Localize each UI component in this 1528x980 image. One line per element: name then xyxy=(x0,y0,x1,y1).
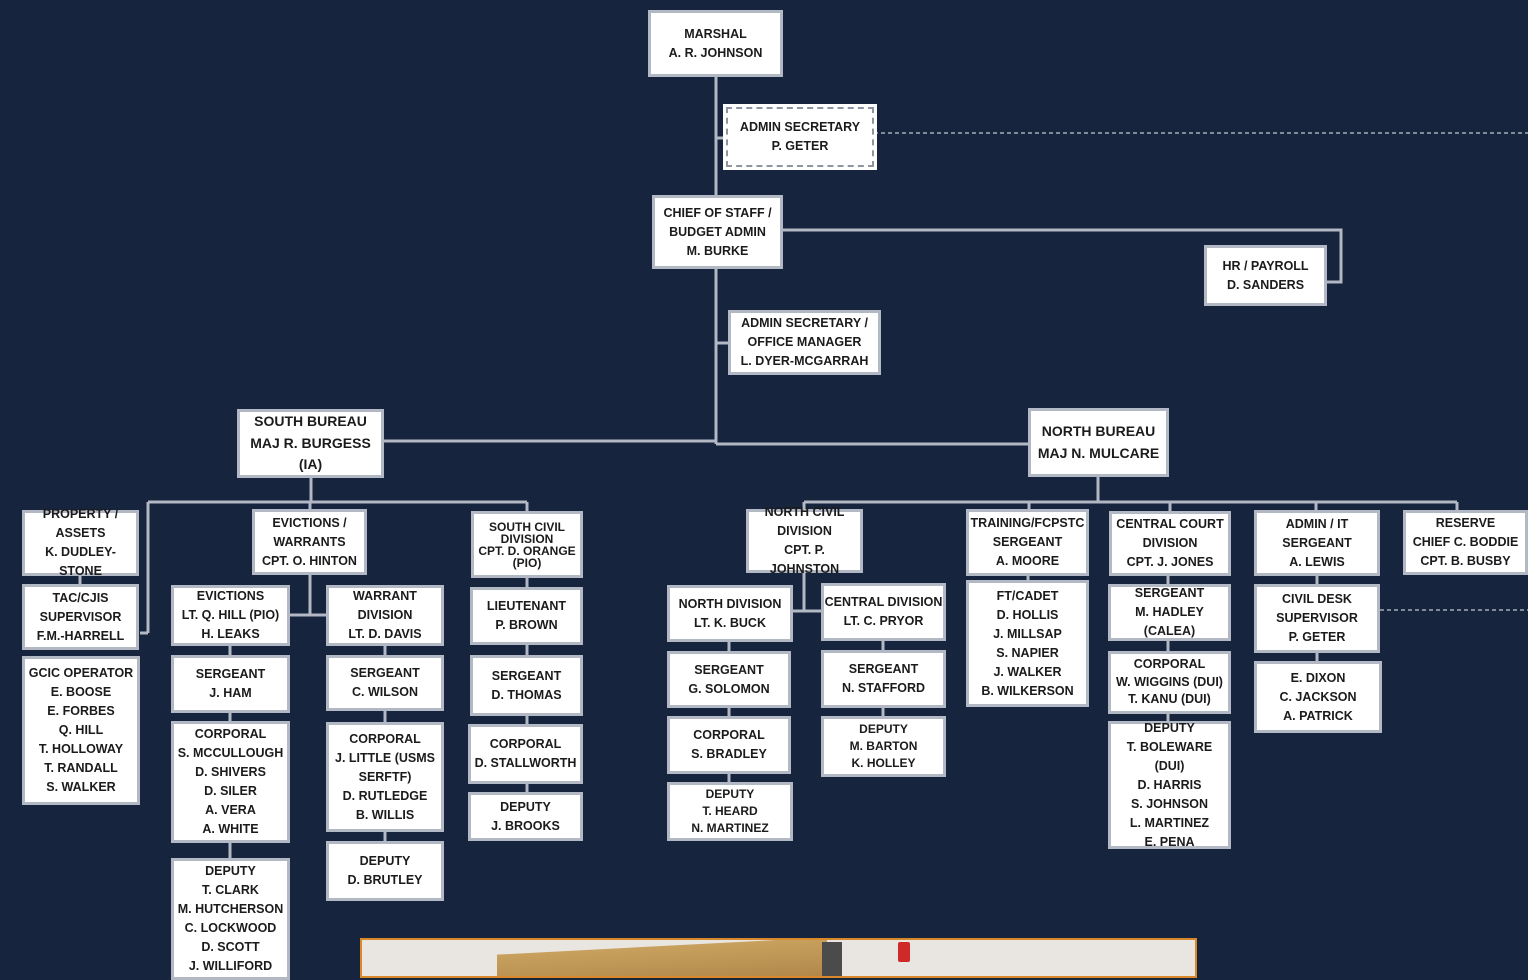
node-ev-deputy-text: DEPUTY T. CLARK M. HUTCHERSON C. LOCKWOO… xyxy=(177,864,284,973)
node-tac-cjis: TAC/CJIS SUPERVISOR F.M.-HARRELL xyxy=(22,584,139,650)
node-sc-deputy: DEPUTY J. BROOKS xyxy=(468,792,583,841)
node-reserve-text: RESERVE CHIEF C. BODDIE CPT. B. BUSBY xyxy=(1412,516,1519,568)
node-wa-corporal-text: CORPORAL J. LITTLE (USMS SERFTF) D. RUTL… xyxy=(335,731,435,822)
node-ft-cadet: FT/CADET D. HOLLIS J. MILLSAP S. NAPIER … xyxy=(966,580,1089,707)
office-photo xyxy=(360,938,1197,978)
node-nd-sergeant-text: SERGEANT G. SOLOMON xyxy=(688,662,770,696)
node-cc-sergeant: SERGEANT M. HADLEY (CALEA) xyxy=(1108,584,1231,641)
node-admin-secretary: ADMIN SECRETARY P. GETER xyxy=(723,104,877,170)
node-sc-lieutenant-text: LIEUTENANT P. BROWN xyxy=(486,599,567,632)
node-gcic-operator: GCIC OPERATOR E. BOOSE E. FORBES Q. HILL… xyxy=(22,656,140,805)
node-ft-cadet-text: FT/CADET D. HOLLIS J. MILLSAP S. NAPIER … xyxy=(981,588,1074,698)
node-evictions-warrants: EVICTIONS / WARRANTS CPT. O. HINTON xyxy=(252,509,367,575)
node-admin-it: ADMIN / IT SERGEANT A. LEWIS xyxy=(1254,510,1380,576)
node-wa-deputy: DEPUTY D. BRUTLEY xyxy=(326,841,444,901)
node-nd-sergeant: SERGEANT G. SOLOMON xyxy=(667,651,791,708)
node-ev-deputy: DEPUTY T. CLARK M. HUTCHERSON C. LOCKWOO… xyxy=(171,858,290,980)
node-office-manager: ADMIN SECRETARY / OFFICE MANAGER L. DYER… xyxy=(728,310,881,375)
node-tac-cjis-text: TAC/CJIS SUPERVISOR F.M.-HARRELL xyxy=(36,590,125,643)
node-wa-deputy-text: DEPUTY D. BRUTLEY xyxy=(347,854,423,887)
node-nd-deputy: DEPUTY T. HEARD N. MARTINEZ xyxy=(667,782,793,841)
node-cc-deputy: DEPUTY T. BOLEWARE (DUI) D. HARRIS S. JO… xyxy=(1108,721,1231,849)
node-admin-it-text: ADMIN / IT SERGEANT A. LEWIS xyxy=(1282,516,1352,569)
node-south-civil: SOUTH CIVIL DIVISION CPT. D. ORANGE (PIO… xyxy=(471,511,583,578)
node-gcic-operator-text: GCIC OPERATOR E. BOOSE E. FORBES Q. HILL… xyxy=(28,666,134,794)
node-sc-sergeant: SERGEANT D. THOMAS xyxy=(470,655,583,716)
node-chief-of-staff-text: CHIEF OF STAFF / BUDGET ADMIN M. BURKE xyxy=(663,205,772,258)
node-cd-deputy: DEPUTY M. BARTON K. HOLLEY xyxy=(821,716,946,777)
photo-door-edge xyxy=(822,942,842,976)
node-central-division: CENTRAL DIVISION LT. C. PRYOR xyxy=(821,583,946,641)
photo-door xyxy=(497,940,827,976)
node-north-civil-text: NORTH CIVIL DIVISION CPT. P. JOHNSTON xyxy=(764,505,845,576)
node-central-court: CENTRAL COURT DIVISION CPT. J. JONES xyxy=(1109,511,1231,576)
node-central-division-text: CENTRAL DIVISION LT. C. PRYOR xyxy=(824,595,943,628)
node-cc-corporal-text: CORPORAL W. WIGGINS (DUI) T. KANU (DUI) xyxy=(1116,656,1223,707)
node-marshal: MARSHAL A. R. JOHNSON xyxy=(648,10,783,77)
node-north-civil: NORTH CIVIL DIVISION CPT. P. JOHNSTON xyxy=(746,505,863,576)
node-civil-desk: CIVIL DESK SUPERVISOR P. GETER xyxy=(1254,584,1380,653)
node-admin-secretary-text: ADMIN SECRETARY P. GETER xyxy=(739,120,861,153)
node-property-assets-text: PROPERTY / ASSETS K. DUDLEY-STONE xyxy=(42,507,119,578)
node-sc-lieutenant: LIEUTENANT P. BROWN xyxy=(470,587,583,645)
node-wa-sergeant: SERGEANT C. WILSON xyxy=(326,655,444,711)
node-property-assets: PROPERTY / ASSETS K. DUDLEY-STONE xyxy=(22,507,139,578)
node-nd-corporal-text: CORPORAL S. BRADLEY xyxy=(691,728,767,761)
node-evictions: EVICTIONS LT. Q. HILL (PIO) H. LEAKS xyxy=(171,585,290,646)
node-sc-corporal-text: CORPORAL D. STALLWORTH xyxy=(474,737,577,770)
node-cc-corporal: CORPORAL W. WIGGINS (DUI) T. KANU (DUI) xyxy=(1108,651,1231,714)
node-warrant-division: WARRANT DIVISION LT. D. DAVIS xyxy=(326,585,444,646)
node-warrant-division-text: WARRANT DIVISION LT. D. DAVIS xyxy=(348,589,422,641)
node-cc-deputy-text: DEPUTY T. BOLEWARE (DUI) D. HARRIS S. JO… xyxy=(1126,720,1213,849)
node-north-bureau: NORTH BUREAU MAJ N. MULCARE xyxy=(1028,408,1169,477)
node-evictions-warrants-text: EVICTIONS / WARRANTS CPT. O. HINTON xyxy=(262,515,357,568)
node-office-manager-text: ADMIN SECRETARY / OFFICE MANAGER L. DYER… xyxy=(740,316,869,368)
node-chief-of-staff: CHIEF OF STAFF / BUDGET ADMIN M. BURKE xyxy=(652,195,783,269)
node-hr-payroll: HR / PAYROLL D. SANDERS xyxy=(1204,245,1327,306)
node-reserve: RESERVE CHIEF C. BODDIE CPT. B. BUSBY xyxy=(1403,510,1528,575)
node-training: TRAINING/FCPSTC SERGEANT A. MOORE xyxy=(966,509,1089,576)
node-cd-sergeant: SERGEANT N. STAFFORD xyxy=(821,650,946,708)
node-cc-sergeant-text: SERGEANT M. HADLEY (CALEA) xyxy=(1134,586,1205,638)
node-south-civil-text: SOUTH CIVIL DIVISION CPT. D. ORANGE (PIO… xyxy=(478,519,576,570)
node-sc-corporal: CORPORAL D. STALLWORTH xyxy=(468,724,583,784)
node-nd-corporal: CORPORAL S. BRADLEY xyxy=(667,716,791,774)
node-north-division-text: NORTH DIVISION LT. K. BUCK xyxy=(678,596,782,630)
fire-alarm-icon xyxy=(898,942,910,962)
node-sc-sergeant-text: SERGEANT D. THOMAS xyxy=(491,668,562,702)
node-nd-deputy-text: DEPUTY T. HEARD N. MARTINEZ xyxy=(691,787,769,835)
node-central-court-text: CENTRAL COURT DIVISION CPT. J. JONES xyxy=(1116,517,1224,569)
node-cd-deputy-text: DEPUTY M. BARTON K. HOLLEY xyxy=(849,722,918,770)
node-ev-sergeant: SERGEANT J. HAM xyxy=(171,655,290,713)
node-marshal-text: MARSHAL A. R. JOHNSON xyxy=(668,26,763,60)
node-cd-sergeant-text: SERGEANT N. STAFFORD xyxy=(841,662,926,695)
node-wa-corporal: CORPORAL J. LITTLE (USMS SERFTF) D. RUTL… xyxy=(326,722,444,832)
node-sc-deputy-text: DEPUTY J. BROOKS xyxy=(491,799,560,833)
node-north-bureau-text: NORTH BUREAU MAJ N. MULCARE xyxy=(1037,422,1160,461)
node-civil-desk-staff: E. DIXON C. JACKSON A. PATRICK xyxy=(1254,661,1382,733)
node-ev-sergeant-text: SERGEANT J. HAM xyxy=(195,667,266,700)
node-hr-payroll-text: HR / PAYROLL D. SANDERS xyxy=(1222,258,1309,292)
node-evictions-text: EVICTIONS LT. Q. HILL (PIO) H. LEAKS xyxy=(181,589,280,641)
node-south-bureau: SOUTH BUREAU MAJ R. BURGESS (IA) xyxy=(237,409,384,478)
node-ev-corporal-text: CORPORAL S. MCCULLOUGH D. SHIVERS D. SIL… xyxy=(177,727,284,836)
node-north-division: NORTH DIVISION LT. K. BUCK xyxy=(667,585,793,642)
node-civil-desk-staff-text: E. DIXON C. JACKSON A. PATRICK xyxy=(1279,670,1357,723)
node-ev-corporal: CORPORAL S. MCCULLOUGH D. SHIVERS D. SIL… xyxy=(171,721,290,843)
node-civil-desk-text: CIVIL DESK SUPERVISOR P. GETER xyxy=(1276,592,1358,644)
node-wa-sergeant-text: SERGEANT C. WILSON xyxy=(350,666,420,699)
node-south-bureau-text: SOUTH BUREAU MAJ R. BURGESS (IA) xyxy=(250,412,371,473)
node-training-text: TRAINING/FCPSTC SERGEANT A. MOORE xyxy=(970,516,1085,568)
